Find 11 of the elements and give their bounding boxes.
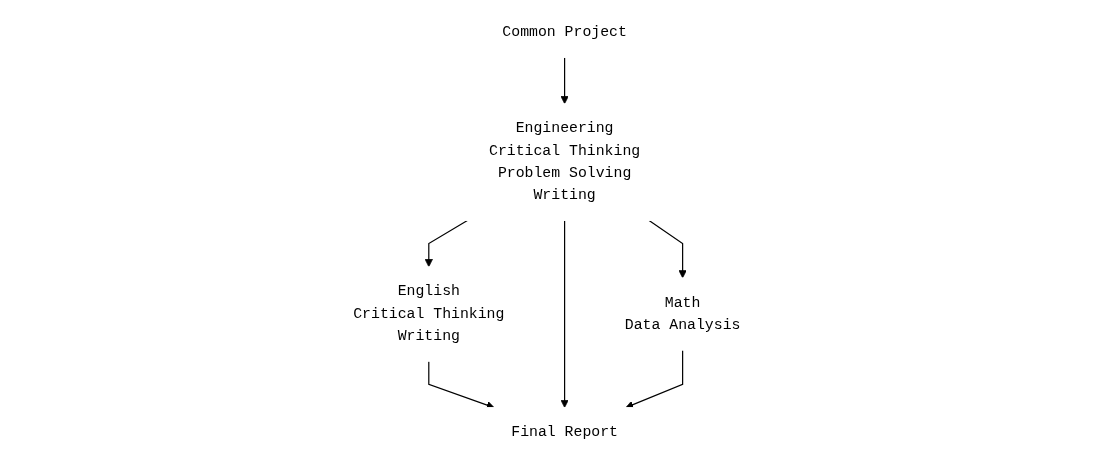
arrow bbox=[560, 56, 569, 105]
arrow bbox=[424, 219, 469, 268]
node-text: Math Data Analysis bbox=[624, 294, 741, 334]
arrow bbox=[648, 219, 687, 279]
arrow bbox=[625, 349, 684, 409]
node-text: English Critical Thinking Writing bbox=[353, 283, 505, 345]
node-text: Final Report bbox=[511, 424, 619, 441]
node-text: Engineering Critical Thinking Problem Solving Writing bbox=[489, 120, 641, 204]
node-text: Common Project bbox=[502, 24, 628, 41]
arrow bbox=[428, 360, 495, 409]
arrow bbox=[560, 219, 569, 408]
